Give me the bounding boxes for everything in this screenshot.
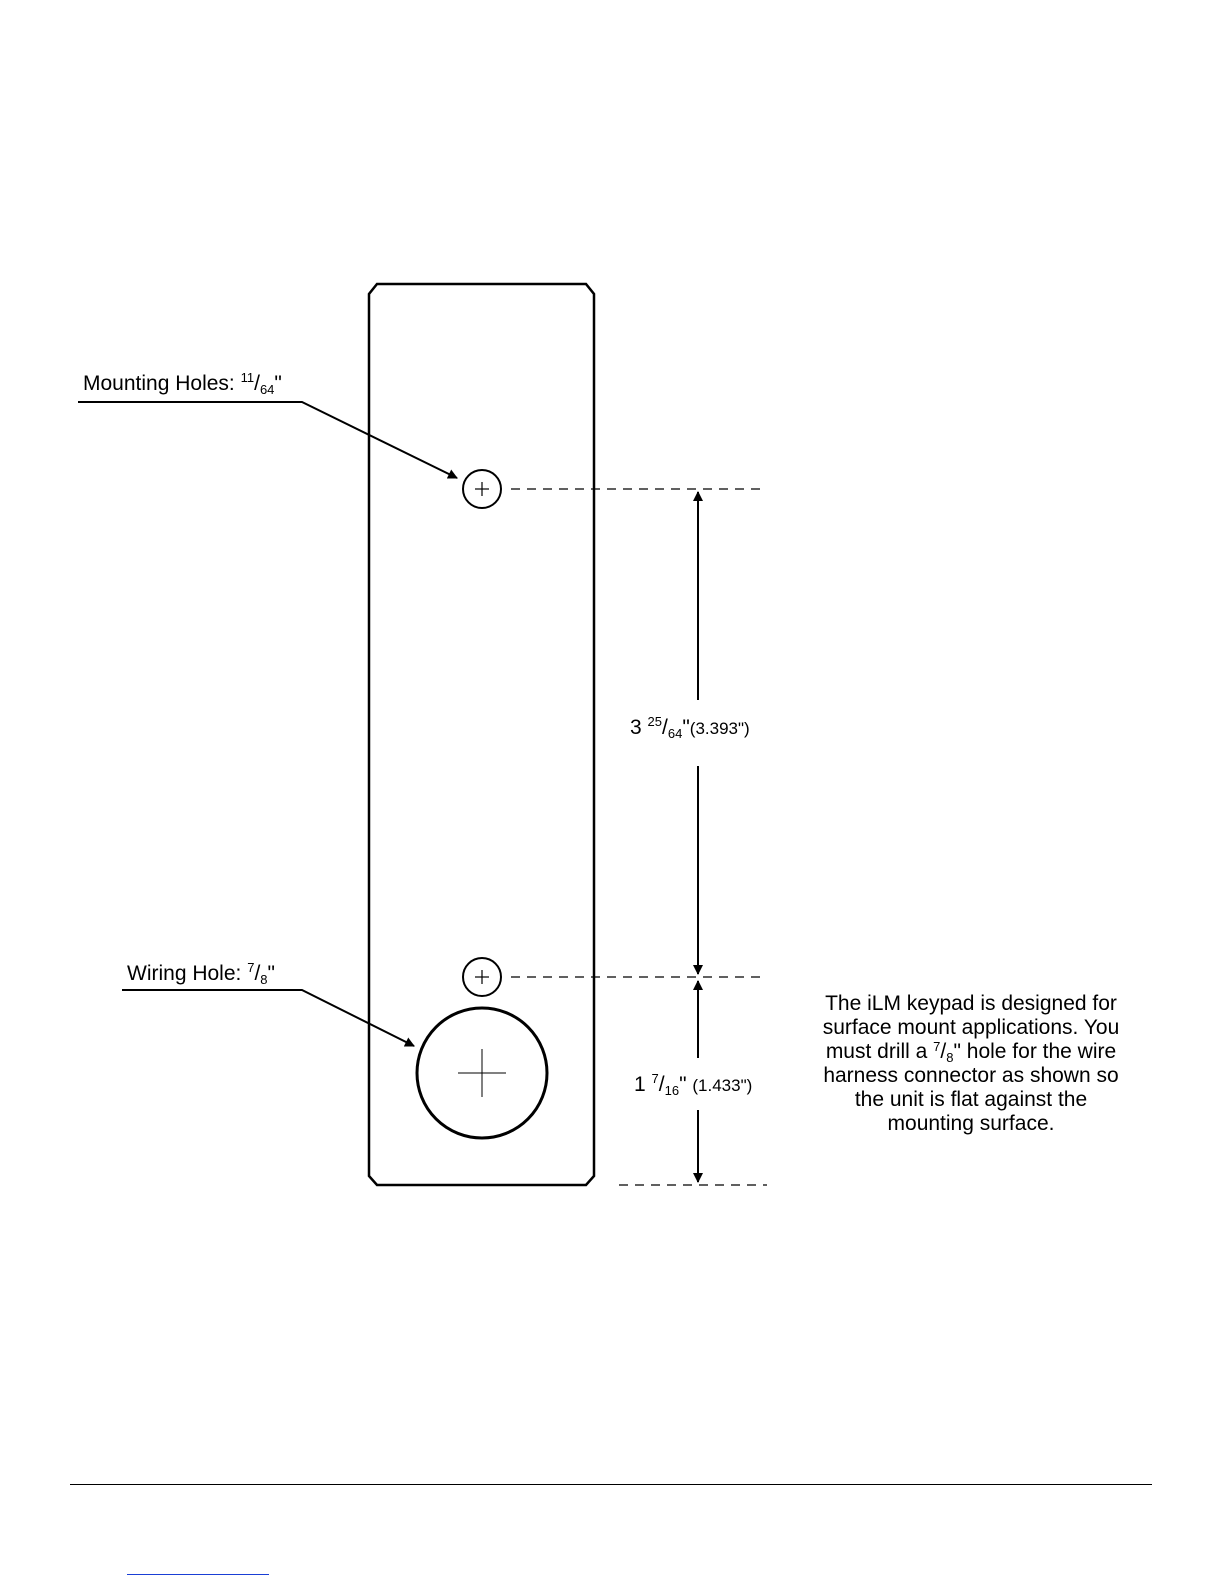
dimension-upper-label: 3 25/64"(3.393") — [630, 715, 750, 740]
dim-lower-numerator: 7 — [652, 1071, 659, 1086]
mounting-holes-label: Mounting Holes: 11/64" — [83, 371, 282, 396]
note-line-3-post: " hole for the wire — [953, 1040, 1116, 1063]
note-line-3-pre: must drill a — [826, 1040, 933, 1063]
note-line-3: must drill a 7/8" hole for the wire — [790, 1040, 1152, 1064]
wiring-hole-denominator: 8 — [260, 972, 267, 987]
note-line-1: The iLM keypad is designed for — [790, 992, 1152, 1016]
dim-lower-unit: " — [679, 1073, 686, 1096]
dim-upper-whole: 3 — [630, 716, 642, 739]
top-mounting-hole — [463, 470, 501, 508]
dim-lower-decimal: (1.433") — [692, 1076, 752, 1095]
dim-upper-unit: " — [682, 716, 689, 739]
mounting-holes-unit: " — [274, 372, 281, 395]
wiring-hole-numerator: 7 — [247, 960, 254, 975]
installation-note: The iLM keypad is designed for surface m… — [790, 992, 1152, 1136]
note-fraction-numerator: 7 — [933, 1039, 940, 1054]
footer-link-underline[interactable] — [127, 1574, 269, 1575]
dim-upper-decimal: (3.393") — [690, 719, 750, 738]
mounting-holes-leader — [78, 402, 457, 478]
dimension-lower-label: 1 7/16" (1.433") — [634, 1072, 752, 1097]
note-line-5: the unit is flat against the — [790, 1088, 1152, 1112]
wiring-hole-unit: " — [268, 962, 275, 985]
note-line-6: mounting surface. — [790, 1112, 1152, 1136]
note-line-4: harness connector as shown so — [790, 1064, 1152, 1088]
bottom-mounting-hole — [463, 958, 501, 996]
dim-upper-denominator: 64 — [668, 726, 682, 741]
wiring-hole-label: Wiring Hole: 7/8" — [127, 961, 275, 986]
wiring-hole — [417, 1008, 547, 1138]
note-line-2: surface mount applications. You — [790, 1016, 1152, 1040]
footer-rule — [70, 1484, 1152, 1485]
wiring-hole-text: Wiring Hole: — [127, 962, 247, 985]
dim-upper-numerator: 25 — [648, 714, 662, 729]
mounting-holes-numerator: 11 — [241, 370, 255, 385]
mounting-holes-text: Mounting Holes: — [83, 372, 241, 395]
dim-lower-denominator: 16 — [665, 1083, 679, 1098]
mounting-holes-denominator: 64 — [260, 382, 274, 397]
dim-lower-whole: 1 — [634, 1073, 646, 1096]
